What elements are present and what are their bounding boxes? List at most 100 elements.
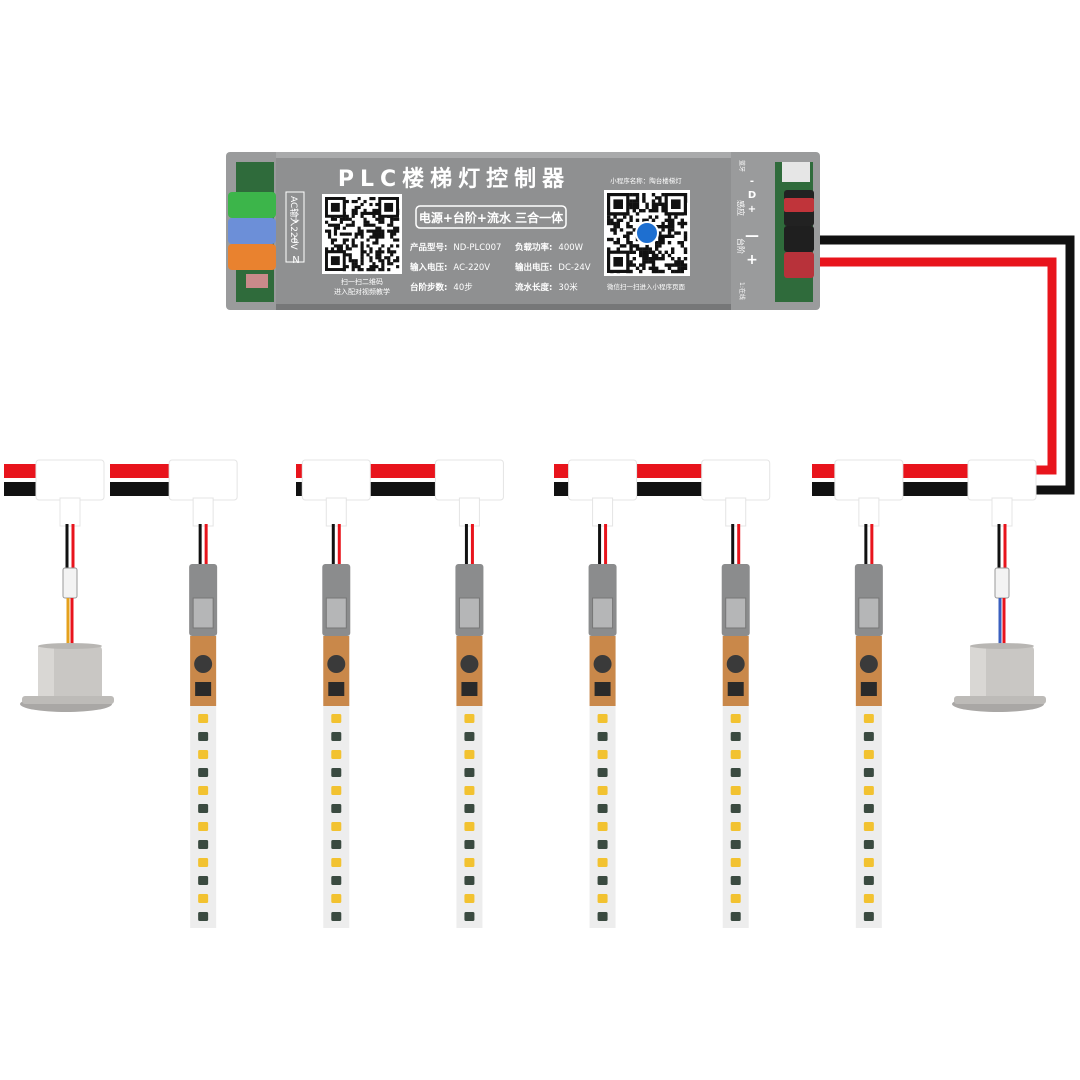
led-chip	[863, 714, 874, 723]
led-chip	[597, 822, 608, 831]
led-chip	[863, 804, 874, 813]
led-chip	[730, 732, 741, 741]
spec-item: 产品型号:ND-PLC007	[410, 242, 501, 253]
led-chip	[331, 822, 342, 831]
led-chip	[331, 786, 342, 795]
qr-code-right	[604, 190, 690, 276]
motion-sensor	[952, 459, 1046, 712]
step-terminal-label: —	[745, 228, 759, 244]
led-chip	[331, 858, 342, 867]
led-chip	[464, 786, 475, 795]
led-chip	[198, 732, 209, 741]
led-chip	[464, 822, 475, 831]
spec-item: 台阶步数:40步	[410, 282, 473, 293]
led-chip	[863, 768, 874, 777]
led-chip	[464, 732, 475, 741]
led-chip	[331, 750, 342, 759]
led-chip	[198, 804, 209, 813]
sensor-terminal-label: +	[748, 204, 756, 215]
led-chip	[331, 804, 342, 813]
led-strip	[568, 459, 638, 928]
led-chip	[464, 840, 475, 849]
input-terminal-label: N	[292, 255, 299, 266]
controller-title: PLC楼梯灯控制器	[338, 166, 570, 192]
input-label: AC输入220V	[288, 196, 300, 250]
led-chip	[198, 912, 209, 921]
led-chip	[597, 912, 608, 921]
led-chip	[464, 894, 475, 903]
led-chip	[863, 912, 874, 921]
spec-table: 产品型号:ND-PLC007 负载功率:400W 输入电压:AC-220V 输出电压:…	[410, 242, 591, 293]
led-chip	[198, 840, 209, 849]
led-chip	[863, 750, 874, 759]
side-tag-top: 蓝牙	[738, 160, 746, 172]
led-chip	[730, 858, 741, 867]
led-chip	[198, 858, 209, 867]
led-chip	[331, 768, 342, 777]
sensor-label: 感应	[736, 200, 746, 216]
led-chip	[863, 840, 874, 849]
led-chip	[863, 894, 874, 903]
terminal-red-sensor	[784, 198, 814, 212]
side-tag-bottom: 1:在线	[738, 282, 746, 300]
terminal-green	[228, 192, 276, 218]
led-chip	[198, 894, 209, 903]
led-strip	[434, 459, 504, 928]
led-chip	[464, 858, 475, 867]
led-chip	[198, 876, 209, 885]
led-chip	[464, 804, 475, 813]
led-strip	[834, 459, 904, 928]
led-chip	[331, 714, 342, 723]
led-chip	[597, 840, 608, 849]
qr-code-left	[322, 194, 402, 274]
led-chip	[730, 786, 741, 795]
led-chip	[730, 714, 741, 723]
led-chip	[198, 768, 209, 777]
led-chip	[597, 894, 608, 903]
device-row	[20, 459, 1046, 928]
output-cable	[812, 235, 1075, 495]
led-chip	[198, 786, 209, 795]
sensor-terminal-label: -	[750, 176, 754, 187]
led-chip	[331, 840, 342, 849]
spec-item: 负载功率:400W	[515, 242, 584, 253]
led-strip	[168, 459, 238, 928]
led-strip	[701, 459, 771, 928]
led-chip	[730, 768, 741, 777]
terminal-black-step	[784, 226, 814, 252]
led-chip	[198, 750, 209, 759]
qr-right-caption: 微信扫一扫进入小程序页面	[607, 282, 686, 291]
spec-item: 输入电压:AC-220V	[410, 262, 490, 273]
tagline-box	[415, 205, 567, 229]
led-chip	[730, 912, 741, 921]
led-chip	[597, 714, 608, 723]
led-chip	[730, 876, 741, 885]
terminal-red-step	[784, 252, 814, 278]
spec-item: 输出电压:DC-24V	[515, 262, 591, 273]
led-chip	[198, 714, 209, 723]
step-terminal-labels: —+	[745, 228, 759, 268]
led-chip	[597, 750, 608, 759]
input-terminal-label: L	[293, 235, 299, 246]
qr-left-caption: 扫一扫二维码进入配对视频教学	[334, 277, 390, 296]
led-chip	[597, 732, 608, 741]
led-chip	[198, 822, 209, 831]
led-chip	[863, 822, 874, 831]
led-chip	[863, 732, 874, 741]
led-chip	[597, 786, 608, 795]
sensor-terminal-label: D	[748, 190, 756, 201]
led-chip	[730, 822, 741, 831]
qr-right-title: 小程序名称：陶台楼梯灯	[610, 176, 682, 185]
step-terminal-label: +	[746, 252, 758, 268]
terminal-orange	[228, 244, 276, 270]
controller-unit: PLC楼梯灯控制器 扫一扫二维码进入配对视频教学 电源+台阶+流水 三合一体 产…	[226, 152, 820, 310]
led-chip	[597, 876, 608, 885]
input-terminal-labels: ⏚LN	[291, 214, 301, 266]
led-chip	[730, 840, 741, 849]
led-chip	[464, 768, 475, 777]
led-chip	[863, 876, 874, 885]
led-strip	[301, 459, 371, 928]
led-chip	[730, 804, 741, 813]
led-chip	[597, 768, 608, 777]
